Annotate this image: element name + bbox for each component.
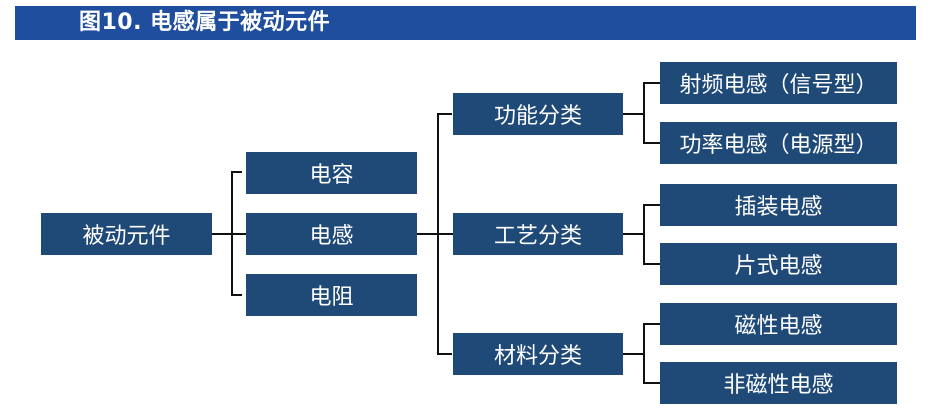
node-magnetic-inductor: 磁性电感 xyxy=(660,303,897,345)
node-material-class: 材料分类 xyxy=(453,333,623,375)
node-functional-class: 功能分类 xyxy=(453,93,623,135)
node-power-inductor: 功率电感（电源型） xyxy=(660,122,897,164)
figure-title: 图10. 电感属于被动元件 xyxy=(15,6,916,40)
node-nonmagnetic-inductor: 非磁性电感 xyxy=(660,362,897,404)
connector-process-bracket xyxy=(643,204,660,265)
connector-func-bracket xyxy=(643,82,660,144)
node-rf-inductor: 射频电感（信号型） xyxy=(660,62,897,104)
node-process-class: 工艺分类 xyxy=(453,213,623,255)
node-through-hole-inductor: 插装电感 xyxy=(660,184,897,226)
connector-material-bracket xyxy=(643,323,660,384)
node-root: 被动元件 xyxy=(41,213,212,255)
node-inductor: 电感 xyxy=(246,213,417,255)
node-resistor: 电阻 xyxy=(246,274,417,316)
node-chip-inductor: 片式电感 xyxy=(660,243,897,285)
node-capacitor: 电容 xyxy=(246,152,417,194)
